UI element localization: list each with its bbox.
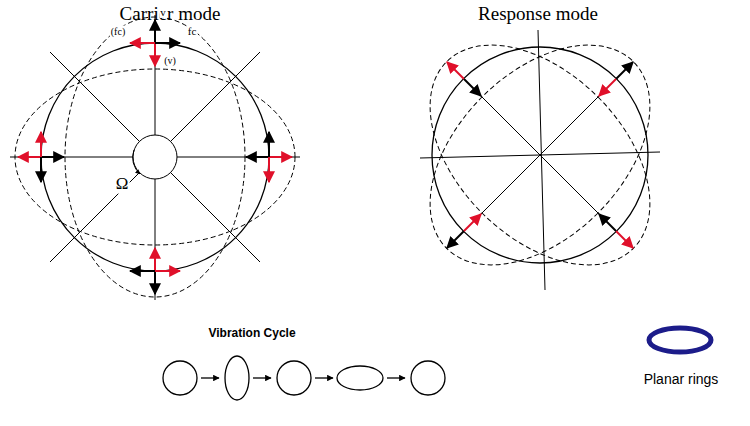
velocity-label: (v) — [163, 55, 177, 66]
section-heading: Vibration Cycle — [208, 327, 295, 340]
rotation-symbol: Ω — [115, 175, 130, 194]
force-label: (fc) — [110, 26, 126, 37]
vibration-cycle-figure — [163, 356, 445, 400]
force-label: fc — [187, 25, 198, 37]
response-mode-figure — [389, 4, 692, 307]
planar-ring — [649, 328, 711, 352]
panel-heading: Carrier mode — [120, 4, 221, 25]
velocity-label: v — [159, 6, 167, 18]
panel-heading: Response mode — [478, 4, 598, 25]
part-label: Planar rings — [644, 372, 719, 387]
carrier-mode-figure — [10, 15, 300, 300]
